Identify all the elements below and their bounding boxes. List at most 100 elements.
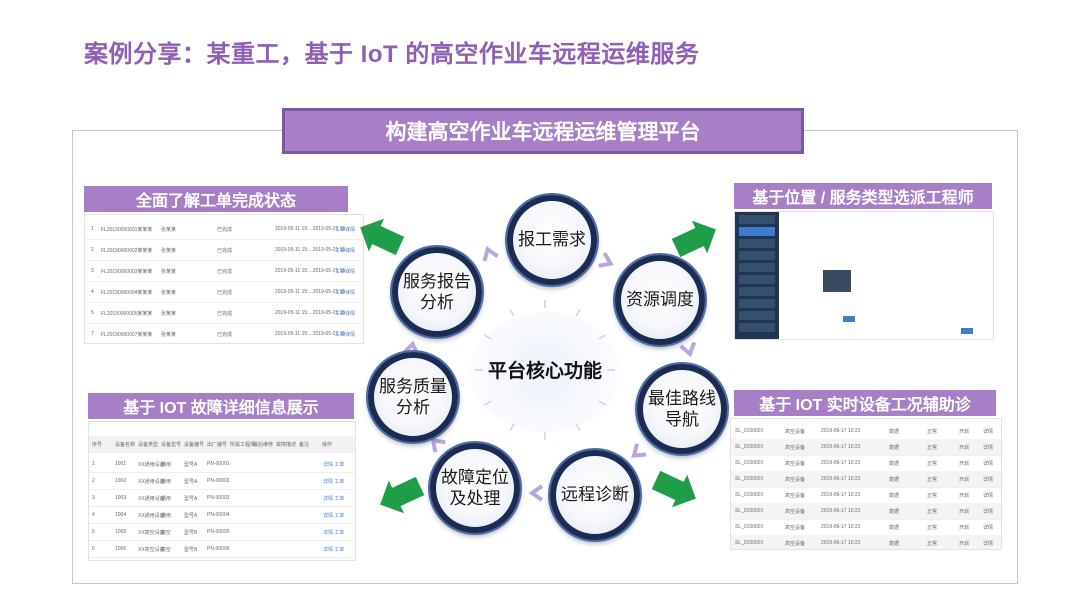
column-header: 出厂编号 [207, 442, 228, 448]
column-header: 所属工程师 [230, 442, 256, 448]
table-cell: 1001 [115, 461, 127, 467]
table-cell[interactable]: 详情 工单 [323, 530, 345, 536]
table-cell: 型号A [184, 496, 198, 502]
arrow-bottom-left [380, 476, 425, 514]
table-cell: SL_0100001 [735, 492, 764, 498]
table-cell: 通用 [161, 462, 172, 468]
table-cell[interactable]: 详情 工单 [323, 547, 345, 553]
table-cell[interactable]: 详情 工单 [323, 462, 345, 468]
tick-mark [598, 334, 606, 340]
table-cell: 详情 [983, 509, 994, 515]
platform-banner: 构建高空作业车远程运维管理平台 [282, 108, 804, 154]
table-cell: 已完成 [217, 311, 233, 317]
table-cell: 型号A [184, 479, 198, 485]
table-cell: 正常 [927, 429, 938, 435]
column-header: 故障描述 [276, 442, 297, 448]
table-cell: 高空设备 [785, 525, 806, 531]
table-cell: FL20190000002某某某 [101, 248, 153, 254]
dispatch-screenshot [734, 211, 994, 340]
center-label: 平台核心功能 [487, 361, 602, 382]
arrow-top-left [360, 218, 405, 256]
table-cell: 已完成 [217, 248, 233, 254]
table-cell: XX通用设备 [138, 513, 165, 519]
arrow-top-right [671, 220, 716, 258]
table-cell: XX高空设备 [138, 547, 165, 553]
table-cell: 详情 [983, 461, 994, 467]
table-cell: 2019-06-17 10:22 [821, 508, 861, 514]
table-cell: 2019-06-17 10:22 [821, 476, 861, 482]
column-header: 操作 [322, 442, 333, 448]
table-cell[interactable]: 详情 工单 [323, 479, 345, 485]
tick-mark [484, 400, 492, 406]
tick-mark [598, 400, 606, 406]
table-cell: FL20190000004某某某 [101, 290, 153, 296]
table-cell: 2019-05-11 15:...2019-05-21 15:... [275, 331, 351, 337]
table-cell[interactable]: 详情 工单 [323, 513, 345, 519]
table-cell: 数据 [889, 541, 900, 547]
table-cell: 通用 [161, 496, 172, 502]
dispatch-confirm-button [843, 316, 855, 322]
table-cell: 通用 [161, 513, 172, 519]
column-header: 设备型号 [161, 442, 182, 448]
chevron-icon [528, 484, 544, 502]
node-remote-diagnosis: 远程诊断 [550, 450, 640, 540]
node-report-demand: 报工需求 [507, 195, 597, 285]
table-cell: 已完成 [217, 332, 233, 338]
dispatch-heading: 基于位置 / 服务类型选派工程师 [734, 183, 992, 209]
table-cell: 数据 [889, 509, 900, 515]
table-cell: XX通用设备 [138, 496, 165, 502]
table-cell: 4 [91, 289, 94, 295]
table-cell: 5 [91, 310, 94, 316]
table-cell: 高空设备 [785, 493, 806, 499]
table-cell: 2019-06-17 10:22 [821, 460, 861, 466]
table-cell: XX通用设备 [138, 479, 165, 485]
table-cell: PN-00002 [207, 478, 230, 484]
table-cell: PN-00003 [207, 495, 230, 501]
table-cell[interactable]: 工单详情 [335, 248, 356, 254]
table-cell[interactable]: 详情 工单 [323, 496, 345, 502]
table-cell: 正常 [927, 541, 938, 547]
table-cell: 开启 [959, 477, 970, 483]
realtime-heading: 基于 IOT 实时设备工况辅助诊 [734, 390, 996, 416]
table-cell: 数据 [889, 445, 900, 451]
table-cell: 张某某 [161, 269, 177, 275]
table-cell: 型号A [184, 462, 198, 468]
table-cell: 张某某 [161, 311, 177, 317]
table-cell: XX通用设备 [138, 462, 165, 468]
table-cell: 2019-06-17 10:22 [821, 444, 861, 450]
table-cell[interactable]: 工单详情 [335, 269, 356, 275]
table-cell: 6 [92, 546, 95, 552]
table-cell: 型号A [184, 513, 198, 519]
table-cell: 1002 [115, 478, 127, 484]
table-cell[interactable]: 工单详情 [335, 311, 356, 317]
table-cell[interactable]: 工单详情 [335, 290, 356, 296]
table-cell: 开启 [959, 445, 970, 451]
table-cell: 2019-05-11 15:...2019-05-21 15:... [275, 268, 351, 274]
chevron-icon [631, 443, 647, 458]
table-cell: FL20190000001某某某 [101, 227, 153, 233]
table-cell: 2019-05-11 15:...2019-05-21 15:... [275, 226, 351, 232]
table-cell: 详情 [983, 541, 994, 547]
table-cell: 已完成 [217, 227, 233, 233]
dispatch-cancel-button [961, 328, 973, 334]
table-cell[interactable]: 工单详情 [335, 332, 356, 338]
table-cell: 张某某 [161, 290, 177, 296]
table-cell: 数据 [889, 429, 900, 435]
table-cell[interactable]: 工单详情 [335, 227, 356, 233]
column-header: 设备名称 [115, 442, 136, 448]
table-cell: SL_0100001 [735, 428, 764, 434]
table-cell: 7 [91, 331, 94, 337]
table-cell: 数据 [889, 525, 900, 531]
table-cell: FL20190000007某某某 [101, 332, 153, 338]
node-best-route: 最佳路线 导航 [637, 364, 727, 454]
table-cell: FL20190000003某某某 [101, 269, 153, 275]
